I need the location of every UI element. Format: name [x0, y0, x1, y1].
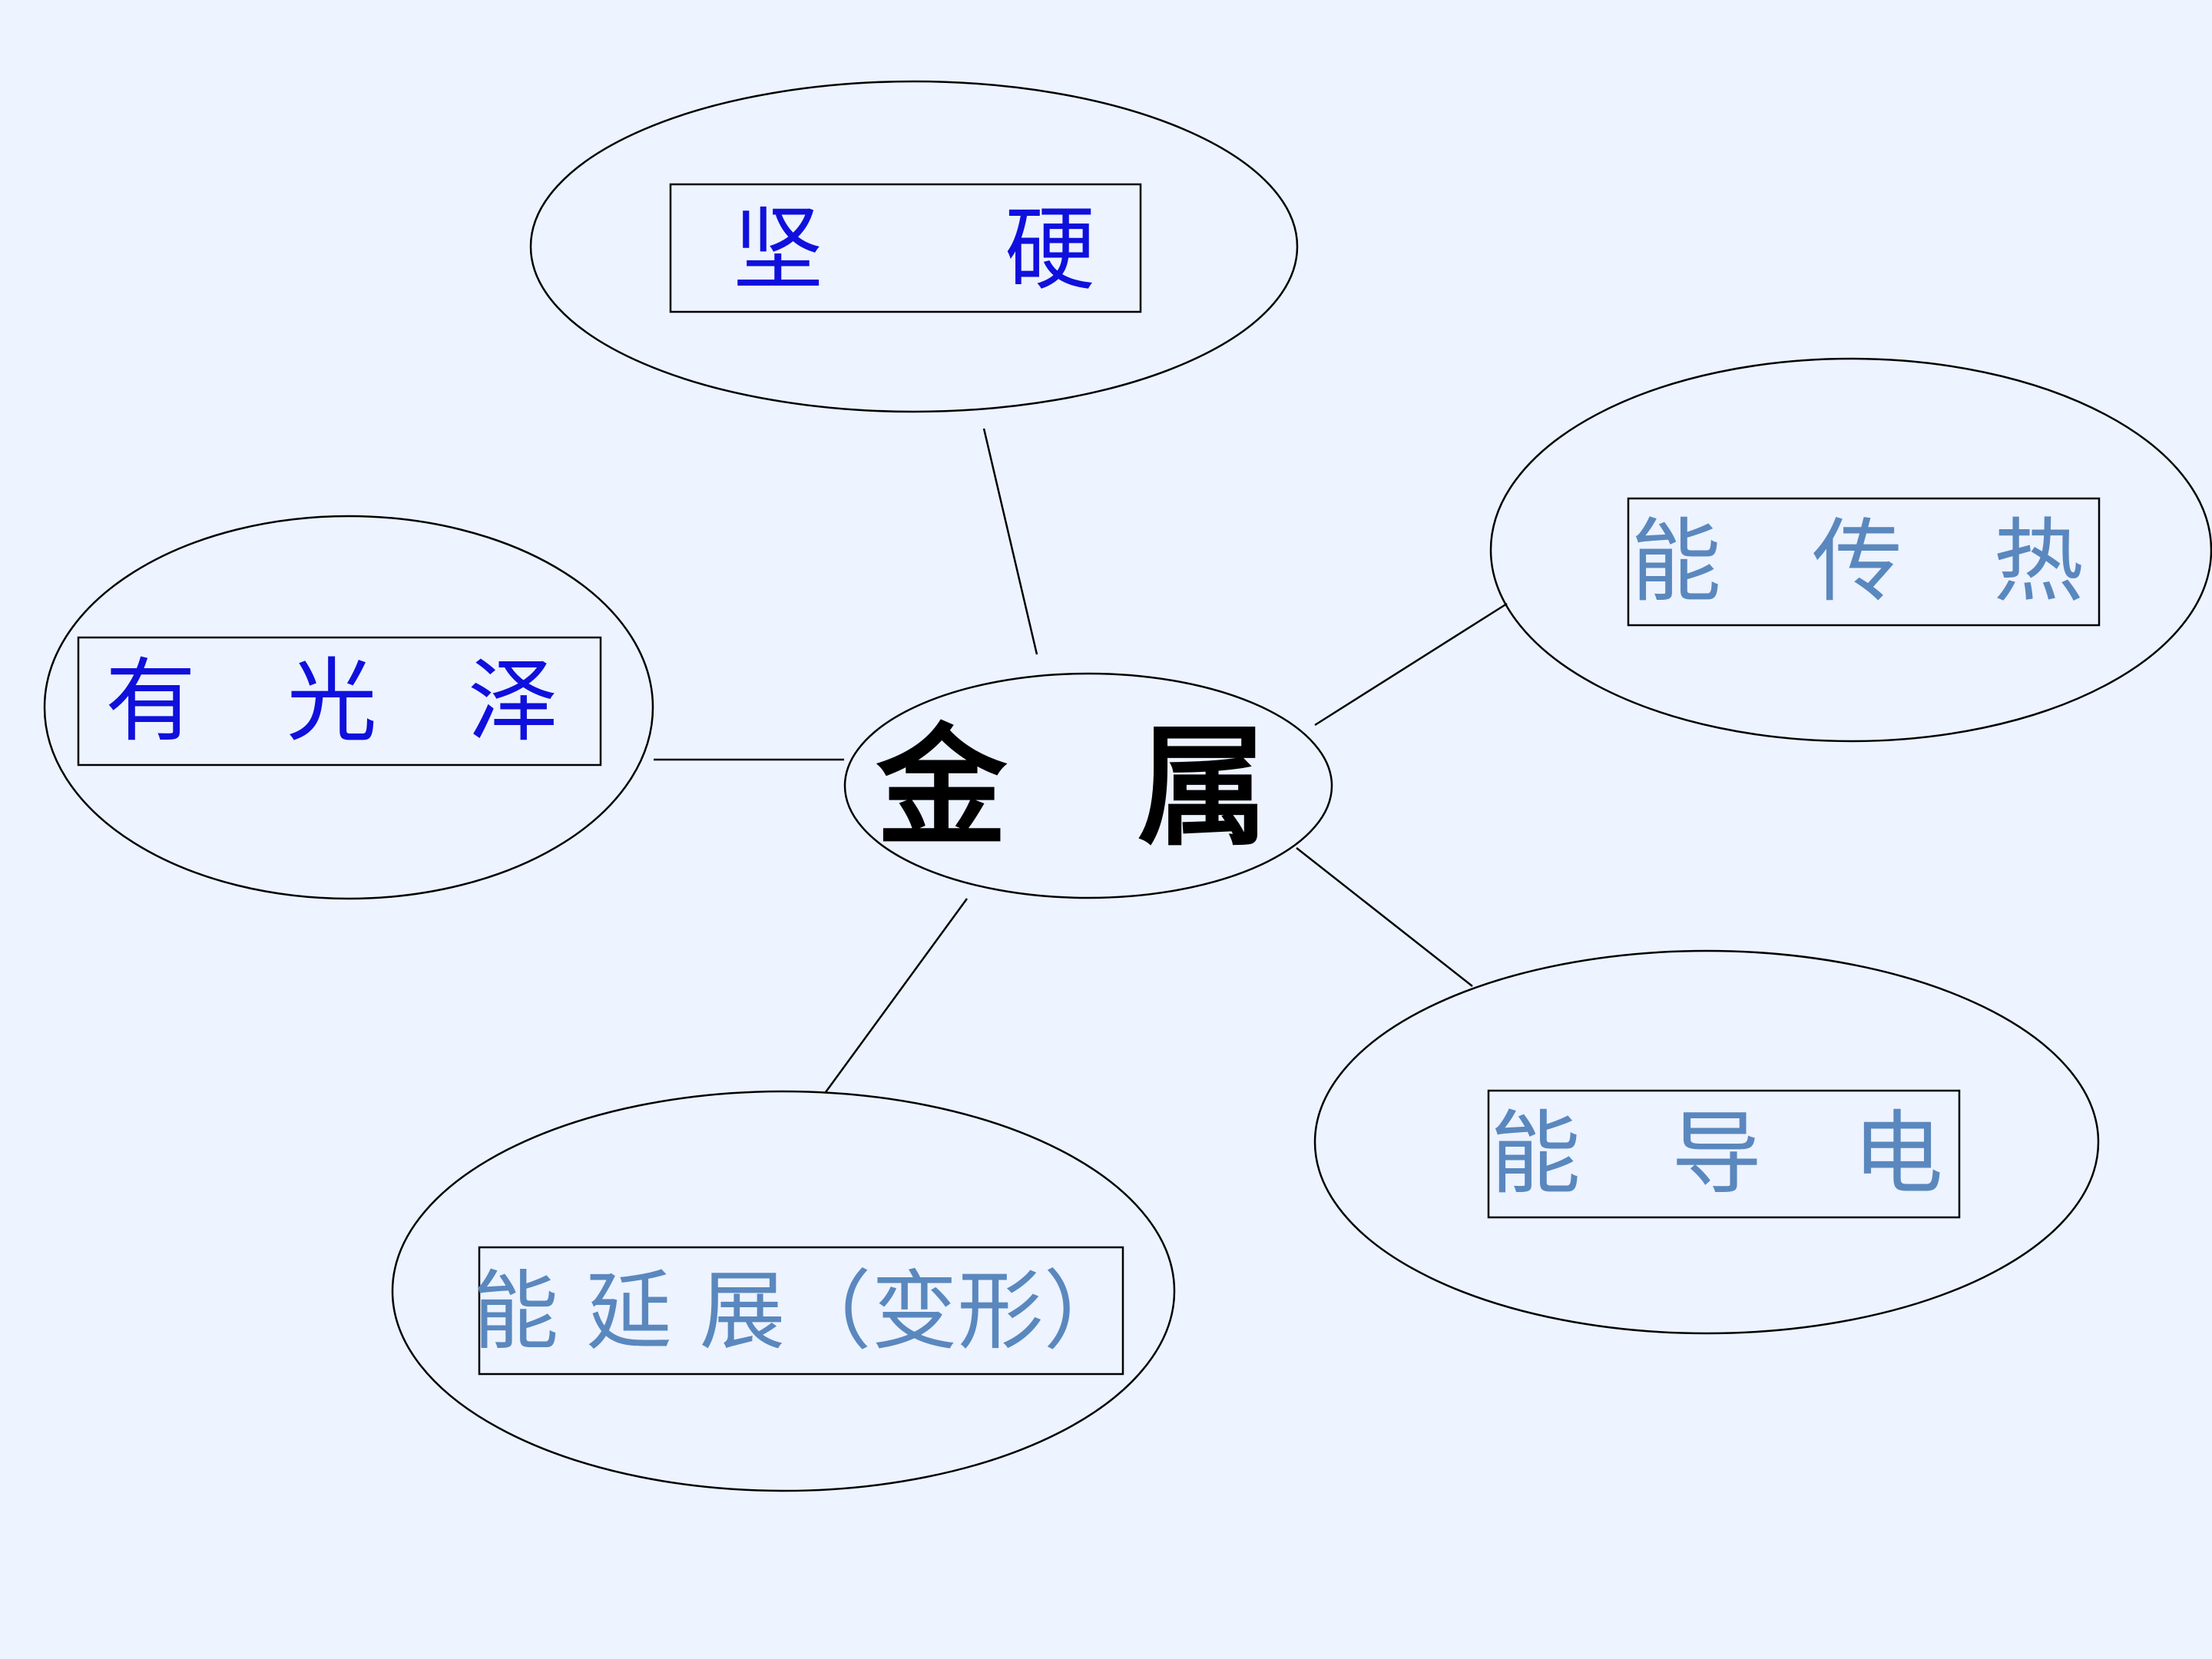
property-label-ductile: 能 延 展（变形） [472, 1262, 1129, 1362]
property-label-lustre: 有 光 泽 [105, 648, 558, 754]
connector-heat [1314, 602, 1508, 727]
property-label-electric: 能 导 电 [1490, 1101, 1943, 1207]
box-heat [1627, 497, 2101, 627]
box-lustre [77, 636, 602, 767]
property-label-heat: 能 传 热 [1631, 508, 2084, 614]
ellipse-lustre [43, 515, 654, 900]
ellipse-electric [1313, 949, 2100, 1335]
center-ellipse [843, 672, 1333, 899]
ellipse-ductile [391, 1090, 1176, 1492]
box-ductile [478, 1246, 1124, 1376]
ellipse-heat [1489, 357, 2212, 743]
ellipse-hard [529, 80, 1299, 413]
property-label-hard: 坚 硬 [733, 197, 1095, 303]
connector-hard [982, 428, 1038, 655]
connector-electric [1296, 847, 1473, 987]
box-hard [669, 183, 1142, 313]
connector-ductile [824, 898, 969, 1093]
center-label: 金 属 [876, 712, 1268, 864]
box-electric [1487, 1089, 1961, 1219]
